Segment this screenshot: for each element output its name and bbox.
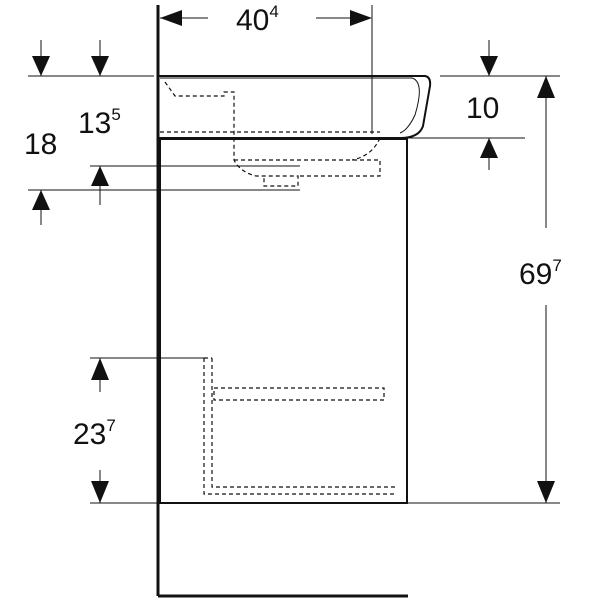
dim-rim-to-top-label: 135	[78, 105, 121, 140]
wall	[156, 5, 408, 598]
dim-rim-left: 18 135	[24, 40, 300, 225]
basin-hidden-lines	[160, 81, 381, 187]
dim-total-height: 697	[408, 76, 562, 504]
dim-width-top-label: 404	[236, 2, 279, 37]
dim-width-top: 404	[160, 2, 373, 134]
dim-rim-to-edge-label: 18	[24, 128, 57, 161]
dim-basin-thickness: 10	[408, 40, 560, 170]
dim-floor-clearance-label: 237	[73, 416, 116, 451]
dim-basin-thickness-label: 10	[466, 92, 499, 125]
dim-floor-clearance: 237	[73, 357, 204, 504]
drawer-hidden-lines	[203, 357, 396, 495]
vanity-cabinet	[159, 138, 408, 504]
dim-total-height-label: 697	[519, 256, 562, 291]
washbasin	[158, 75, 432, 139]
